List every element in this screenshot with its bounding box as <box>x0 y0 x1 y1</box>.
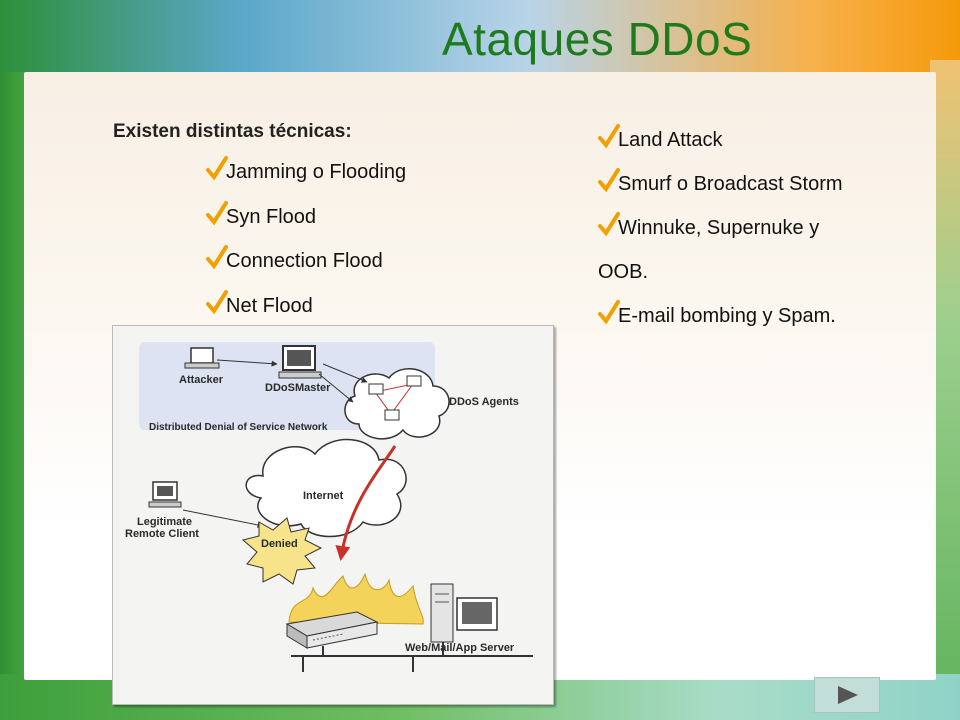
attacker-label: Attacker <box>179 374 224 386</box>
client-computer-icon <box>148 481 182 508</box>
checkmark-icon <box>598 124 620 149</box>
list-item-label: Land Attack <box>618 129 723 151</box>
list-item: Syn Flood <box>206 200 406 248</box>
checkmark-icon <box>206 200 228 225</box>
slide-title: Ataques DDoS <box>442 13 753 65</box>
checkmark-icon <box>598 168 620 193</box>
checkmark-icon <box>206 245 228 270</box>
list-item-label: Smurf o Broadcast Storm <box>618 173 843 195</box>
agents-label: DDoS Agents <box>449 396 519 408</box>
list-item: Winnuke, Supernuke y OOB. <box>598 212 888 286</box>
list-item-label: Connection Flood <box>226 250 383 272</box>
denied-starburst <box>241 517 323 585</box>
server-label: Web/Mail/App Server <box>405 642 515 654</box>
play-next-icon <box>838 686 858 704</box>
attacker-computer-icon <box>184 347 220 369</box>
top-band <box>0 0 960 72</box>
internet-cloud <box>245 438 407 538</box>
left-technique-list: Jamming o Flooding Syn Flood Connection … <box>206 156 407 337</box>
server-computer-icon <box>430 583 498 643</box>
master-label: DDoSMaster <box>265 382 331 394</box>
internet-label: Internet <box>303 490 344 502</box>
client-label-line1: Legitimate <box>137 516 193 528</box>
ddos-diagram: Attacker DDoSMaster DDoS Agents Distribu… <box>112 325 554 705</box>
intro-text: Existen distintas técnicas: <box>113 121 352 142</box>
list-item: Connection Flood <box>206 245 406 292</box>
router-device <box>285 611 379 649</box>
agents-cloud <box>344 368 450 440</box>
master-computer-icon <box>278 345 322 379</box>
list-item-label: Net Flood <box>226 294 313 317</box>
next-slide-button[interactable] <box>814 677 880 713</box>
checkmark-icon <box>206 156 228 181</box>
ddos-diagram-graphic <box>139 342 533 672</box>
list-item: E-mail bombing y Spam. <box>598 300 888 330</box>
list-item-label: E-mail bombing y Spam. <box>618 305 836 327</box>
list-item-continuation: OOB. <box>598 261 649 283</box>
list-item: Smurf o Broadcast Storm <box>598 168 888 198</box>
checkmark-icon <box>206 289 228 314</box>
right-technique-list: Land Attack Smurf o Broadcast Storm Winn… <box>598 124 888 346</box>
list-item-label: Winnuke, Supernuke y <box>618 217 820 239</box>
list-item-label: Jamming o Flooding <box>226 161 407 183</box>
checkmark-icon <box>598 212 620 237</box>
checkmark-icon <box>598 300 620 325</box>
list-item-label: Syn Flood <box>226 205 317 228</box>
network-label: Distributed Denial of Service Network <box>149 422 328 433</box>
list-item: Land Attack <box>598 124 888 154</box>
denied-label: Denied <box>261 538 298 550</box>
fire-graphic <box>288 572 424 625</box>
list-item: Net Flood <box>206 289 406 337</box>
list-item: Jamming o Flooding <box>206 156 407 203</box>
client-label-line2: Remote Client <box>125 528 199 540</box>
